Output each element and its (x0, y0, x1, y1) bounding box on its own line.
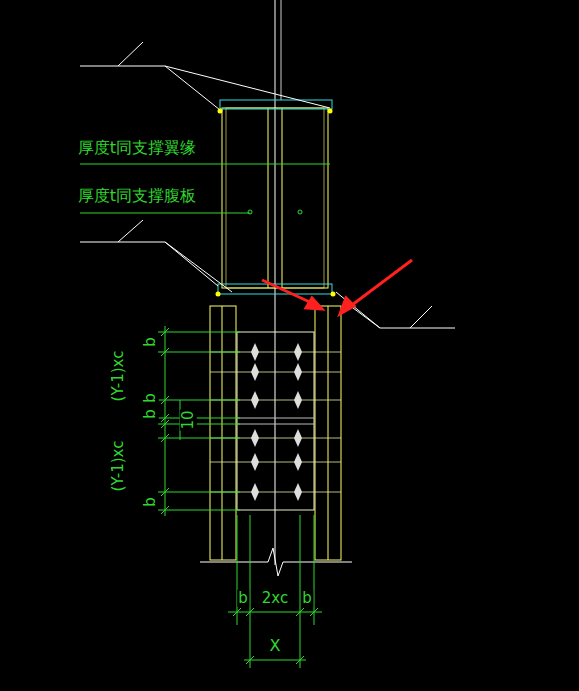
dimension: b (237, 590, 249, 607)
bolt-symbol (294, 391, 302, 409)
dimension: b (142, 392, 159, 404)
bolt-symbol (294, 429, 302, 447)
bolt-symbol (251, 391, 259, 409)
bolt-symbol (294, 343, 302, 361)
note-text: 厚度t同支撑腹板 (77, 187, 197, 205)
dimension: b (301, 590, 313, 607)
dimension: X (269, 637, 282, 655)
bolt-symbol (294, 453, 302, 471)
bolt-symbol (294, 483, 302, 501)
note-text: 厚度t同支撑翼缘 (77, 139, 197, 157)
dimension: b (142, 336, 159, 348)
bolt-symbol (251, 363, 259, 381)
bolt-symbol (251, 453, 259, 471)
dimension: (Y-1)xc (110, 350, 127, 403)
bolt-symbol (251, 483, 259, 501)
dimension: (Y-1)xc (110, 440, 127, 493)
dimension: b (142, 496, 159, 508)
dimension: 10 (180, 409, 197, 430)
bolt-symbol (294, 363, 302, 381)
bolt-symbol (251, 343, 259, 361)
dimension: b (142, 408, 159, 420)
bolt-symbol (251, 429, 259, 447)
dimension: 2xc (261, 590, 289, 607)
